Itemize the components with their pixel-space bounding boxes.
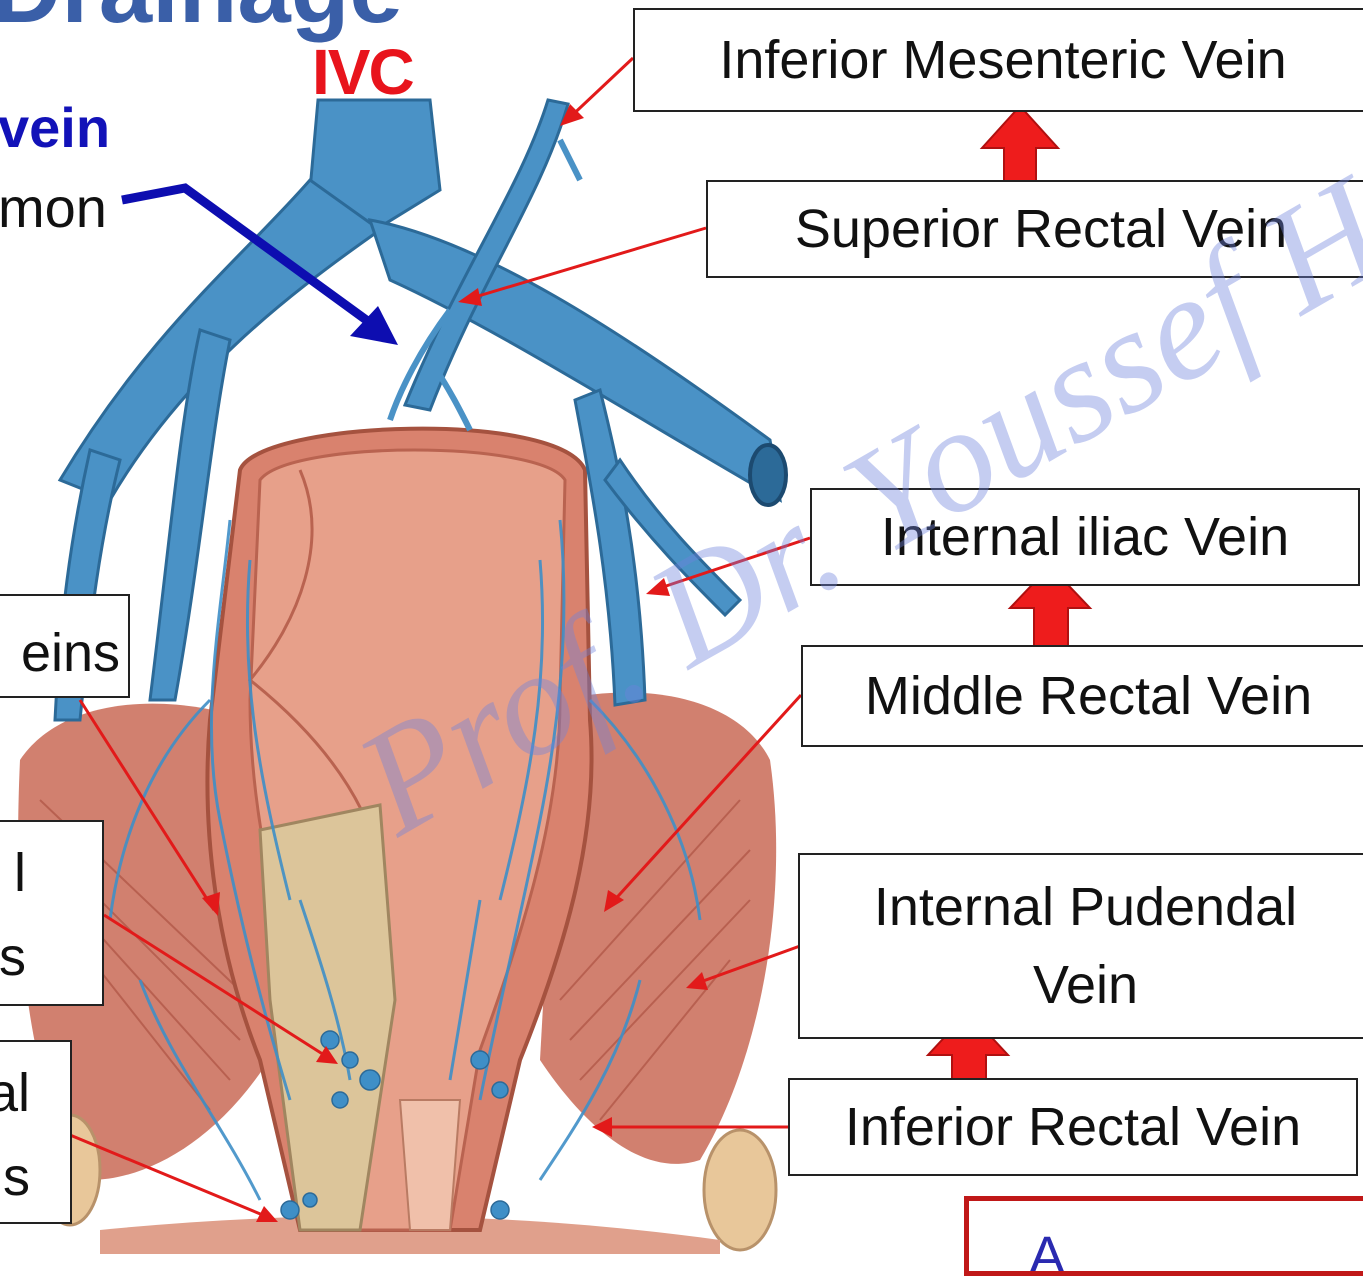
left-label-box-2: l s: [0, 820, 104, 1006]
ischioanal-fat-right: [704, 1130, 776, 1250]
bottom-callout-box: A: [964, 1196, 1363, 1276]
label-internal-pudendal-vein: Internal Pudendal Vein: [798, 853, 1363, 1039]
left-label-box-3: al s: [0, 1040, 72, 1224]
ivc-label: IVC: [312, 40, 413, 104]
left-label-box-1: eins: [0, 594, 130, 698]
up-arrow-srv-to-imv: [982, 106, 1058, 186]
slide-title-fragment: Drainage: [0, 0, 403, 38]
label-inferior-mesenteric-vein: Inferior Mesenteric Vein: [633, 8, 1363, 112]
cut-iliac-vein-end: [750, 445, 786, 505]
label-superior-rectal-vein: Superior Rectal Vein: [706, 180, 1363, 278]
label-inferior-rectal-vein: Inferior Rectal Vein: [788, 1078, 1358, 1176]
label-middle-rectal-vein: Middle Rectal Vein: [801, 645, 1363, 747]
left-text-blue-fragment: vein: [0, 100, 110, 156]
label-internal-iliac-vein: Internal iliac Vein: [810, 488, 1360, 586]
left-text-black-fragment: mon: [0, 180, 107, 236]
